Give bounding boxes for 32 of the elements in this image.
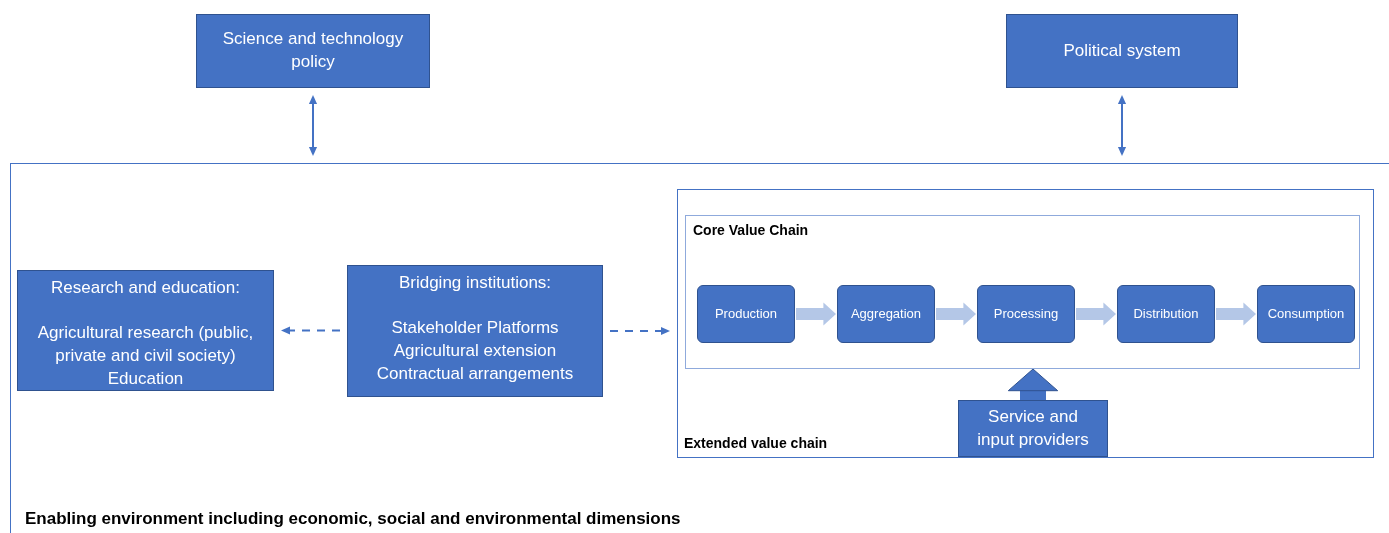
dashed-arrow bbox=[609, 326, 670, 336]
block-arrow bbox=[796, 302, 836, 326]
institution-box bbox=[17, 270, 274, 391]
value-chain-frame bbox=[677, 189, 1374, 458]
box-heading: Research and education: bbox=[51, 277, 240, 299]
box-text: Agricultural extension bbox=[393, 339, 557, 362]
group-title: Enabling environment including economic, social and environmental dimensions bbox=[25, 509, 681, 529]
double-arrow bbox=[308, 95, 318, 156]
box-text: Contractual arrangements bbox=[376, 362, 574, 385]
block-arrow bbox=[936, 302, 976, 326]
box-heading: Bridging institutions: bbox=[398, 272, 552, 294]
stage-box: Production bbox=[697, 285, 795, 343]
institution-box bbox=[347, 265, 603, 397]
policy-box: Political system bbox=[1006, 14, 1238, 88]
box-text: Education bbox=[107, 367, 184, 390]
environment-frame bbox=[10, 163, 1389, 533]
box-text: Agricultural research (public, private and civil society) bbox=[36, 321, 255, 367]
block-arrow bbox=[1076, 302, 1116, 326]
stage-box: Consumption bbox=[1257, 285, 1355, 343]
group-title: Extended value chain bbox=[684, 435, 828, 451]
provider-box: Service and input providers bbox=[958, 400, 1108, 457]
block-arrow bbox=[1216, 302, 1256, 326]
block-arrow bbox=[1007, 368, 1059, 400]
value-chain-frame bbox=[685, 215, 1360, 369]
dashed-arrow bbox=[281, 326, 341, 335]
double-arrow bbox=[1117, 95, 1127, 156]
box-text: Stakeholder Platforms bbox=[391, 316, 559, 339]
stage-box: Processing bbox=[977, 285, 1075, 343]
stage-box: Distribution bbox=[1117, 285, 1215, 343]
group-title: Core Value Chain bbox=[693, 222, 809, 238]
stage-box: Aggregation bbox=[837, 285, 935, 343]
policy-box: Science and technology policy bbox=[196, 14, 430, 88]
